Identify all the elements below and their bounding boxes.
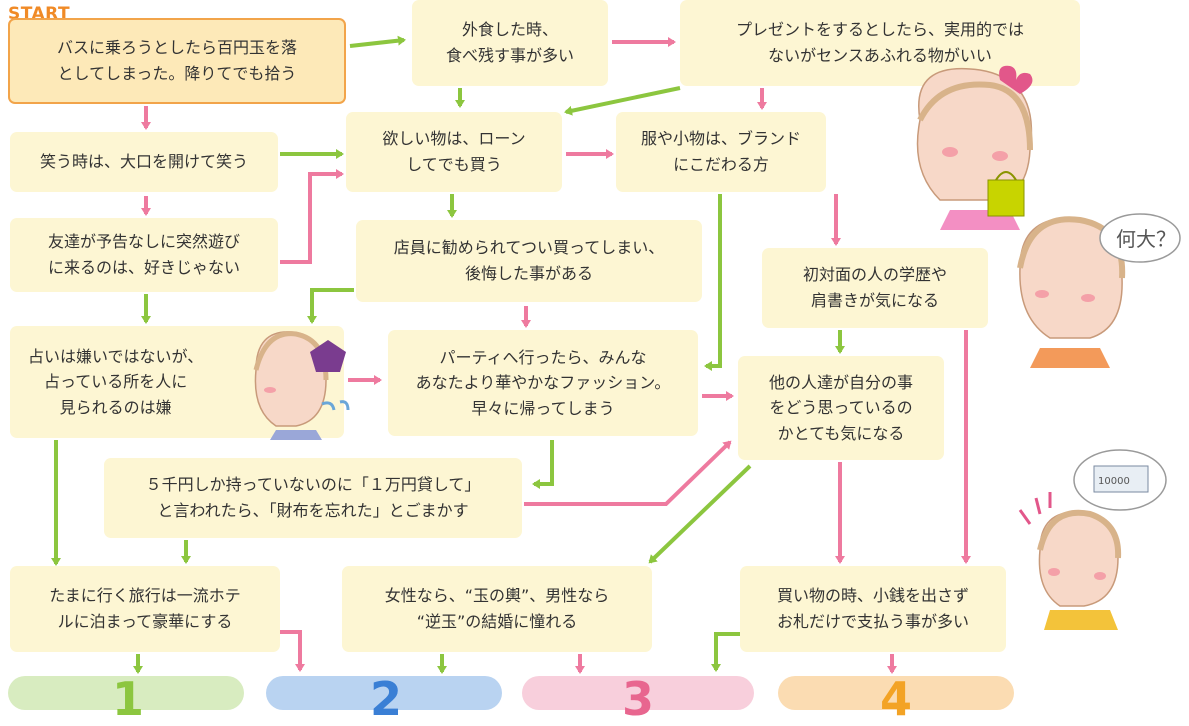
arrow-present-to-loan [564,86,681,116]
heart-icon [999,65,1033,94]
node-first-meet[interactable]: 初対面の人の学歴や 肩書きが気になる [762,248,988,328]
node-loan-text: 欲しい物は、ローン してでも買う [382,129,526,174]
node-others-text: 他の人達が自分の事 をどう思っているの かとても気になる [768,372,913,443]
node-party-text: パーティへ行ったら、みんな あなたより華やかなファッション。 早々に帰ってしまう [415,347,671,418]
result-label-1[interactable]: 1 [111,672,144,726]
arrow-travel-to-r2 [280,630,305,672]
node-travel[interactable]: たまに行く旅行は一流ホテ ルに泊まって豪華にする [10,566,280,652]
girl-pointing-illustration: 10000 [1018,449,1167,630]
node-start[interactable]: バスに乗ろうとしたら百円玉を落 としてしまった。降りてでも拾う [8,18,346,104]
girl-worried-illustration [253,331,350,440]
node-coins[interactable]: 買い物の時、小銭を出さず お札だけで支払う事が多い [740,566,1006,652]
sweat-drops-icon [321,400,350,411]
arrow-brand-to-party [704,194,722,371]
result-bar-3 [522,676,754,710]
thought-bubble [1099,213,1181,263]
node-eat-out[interactable]: 外食した時、 食べ残す事が多い [412,0,608,86]
node-present-text: プレゼントをするとしたら、実用的では ないがセンスあふれる物がいい [735,20,1024,65]
result-bar-1 [8,676,244,710]
node-coins-text: 買い物の時、小銭を出さず お札だけで支払う事が多い [776,586,969,631]
node-friends[interactable]: 友達が予告なしに突然遊び に来るのは、好きじゃない [10,218,278,292]
node-laugh-text: 笑う時は、大口を開けて笑う [39,152,248,172]
node-travel-text: たまに行く旅行は一流ホテ ルに泊まって豪華にする [49,586,241,631]
arrow-yen-to-others [524,440,732,506]
node-brand[interactable]: 服や小物は、ブランド にこだわる方 [616,112,826,192]
result-label-4[interactable]: 4 [879,672,912,726]
banknote-text: 10000 [1098,476,1130,487]
result-label-2[interactable]: 2 [369,672,402,726]
arrow-friends-to-loan [280,169,344,264]
node-fortune-text: 占いは嫌いではないが、 占っている所を人に 見られるのは嫌 [28,346,204,417]
arrow-others-to-marriage [648,464,752,564]
node-friends-text: 友達が予告なしに突然遊び に来るのは、好きじゃない [47,232,240,277]
bag-icon [987,179,1025,217]
node-clerk[interactable]: 店員に勧められてつい買ってしまい、 後悔した事がある [356,220,702,302]
sparkle-lines-icon [1018,492,1052,525]
arrow-clerk-to-fortune [307,288,354,324]
node-yen-text: ５千円しか持っていないのに「１万円貸して」 と言われたら、「財布を忘れた」とごま… [145,475,481,520]
node-brand-text: 服や小物は、ブランド にこだわる方 [640,129,801,174]
node-others[interactable]: 他の人達が自分の事 をどう思っているの かとても気になる [738,356,944,460]
node-clerk-text: 店員に勧められてつい買ってしまい、 後悔した事がある [393,238,665,283]
thought-bubble-text: 何大？ [1116,227,1176,251]
node-laugh[interactable]: 笑う時は、大口を開けて笑う [10,132,278,192]
node-marriage-text: 女性なら、“玉の輿”、男性なら “逆玉”の結婚に憧れる [384,586,610,631]
girl-with-bag-illustration [916,65,1033,230]
node-party[interactable]: パーティへ行ったら、みんな あなたより華やかなファッション。 早々に帰ってしまう [388,330,698,436]
arrow-start-to-eatout [349,35,406,48]
arrow-party-to-yen [532,440,554,489]
node-marriage[interactable]: 女性なら、“玉の輿”、男性なら “逆玉”の結婚に憧れる [342,566,652,652]
node-eat-out-text: 外食した時、 食べ残す事が多い [445,20,574,65]
banknote-icon [1093,465,1149,493]
node-start-text: バスに乗ろうとしたら百円玉を落 としてしまった。降りてでも拾う [56,38,297,83]
node-loan[interactable]: 欲しい物は、ローン してでも買う [346,112,562,192]
arrow-coins-to-r3 [711,632,740,672]
result-label-3[interactable]: 3 [621,672,654,726]
girl-thinking-illustration: 何大？ [1017,213,1181,368]
node-yen[interactable]: ５千円しか持っていないのに「１万円貸して」 と言われたら、「財布を忘れた」とごま… [104,458,522,538]
result-bar-2 [266,676,502,710]
result-bar-4 [778,676,1014,710]
node-first-meet-text: 初対面の人の学歴や 肩書きが気になる [802,265,947,310]
pentagon-icon [310,340,346,372]
